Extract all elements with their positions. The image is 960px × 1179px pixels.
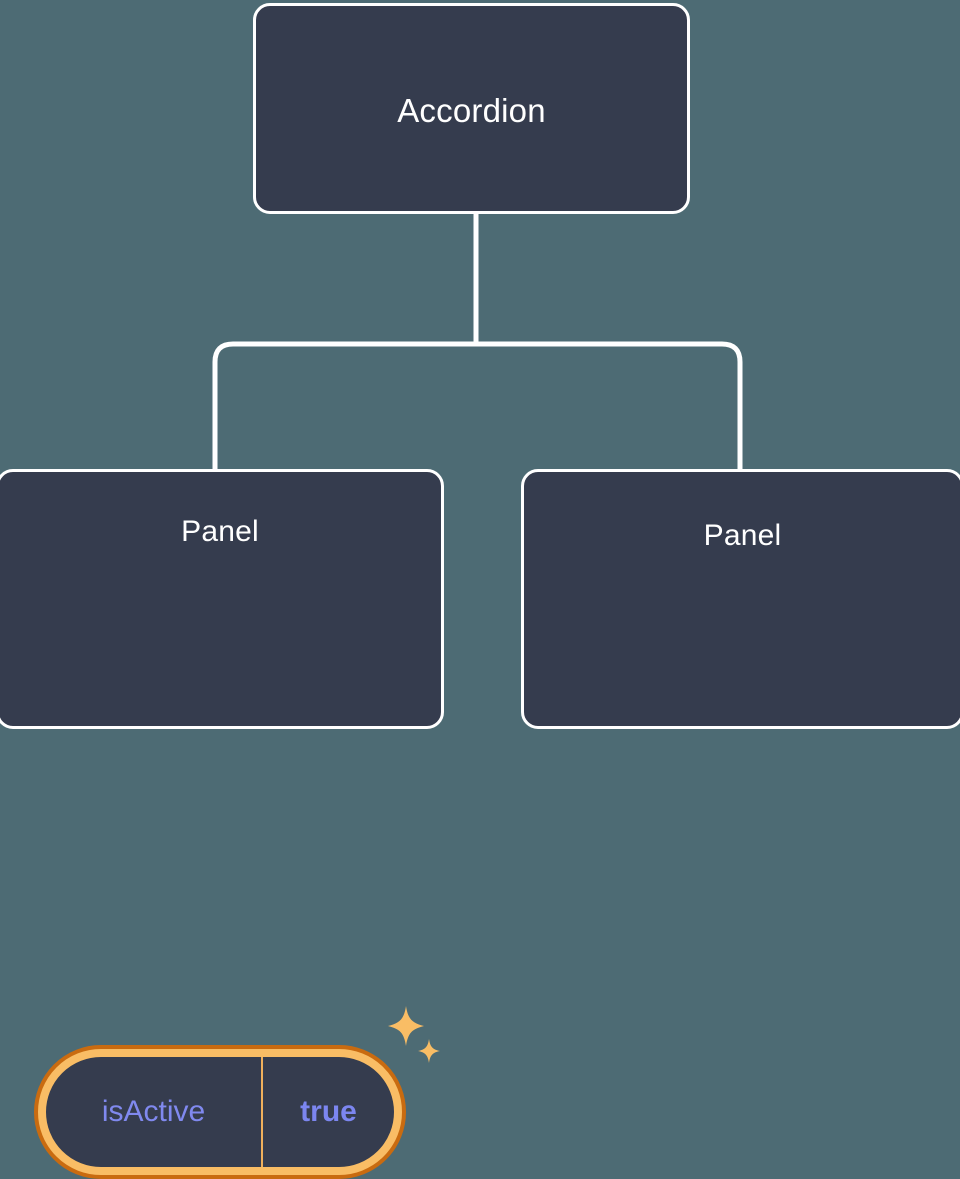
- node-panel-inactive-label: Panel: [703, 519, 782, 552]
- prop-value: true: [261, 1057, 394, 1167]
- node-panel-inactive[interactable]: Panel isActive false: [521, 469, 960, 729]
- node-panel-active-label: Panel: [181, 515, 259, 548]
- prop-pill-isactive-true[interactable]: isActive true: [34, 1045, 406, 1179]
- sparkle-small-icon: [418, 1039, 440, 1063]
- sparkles-icon: [388, 1006, 440, 1063]
- sparkle-large-icon: [388, 1006, 424, 1046]
- connector-branch-bar: [212, 341, 743, 469]
- diagram-canvas: Accordion Panel isActive true Panel isAc…: [0, 3, 960, 1179]
- node-panel-active[interactable]: Panel isActive true: [0, 469, 444, 1179]
- pill-content: isActive true: [46, 1057, 394, 1167]
- node-accordion-label: Accordion: [397, 92, 546, 129]
- prop-key: isActive: [101, 1095, 206, 1128]
- node-accordion[interactable]: Accordion: [253, 3, 690, 214]
